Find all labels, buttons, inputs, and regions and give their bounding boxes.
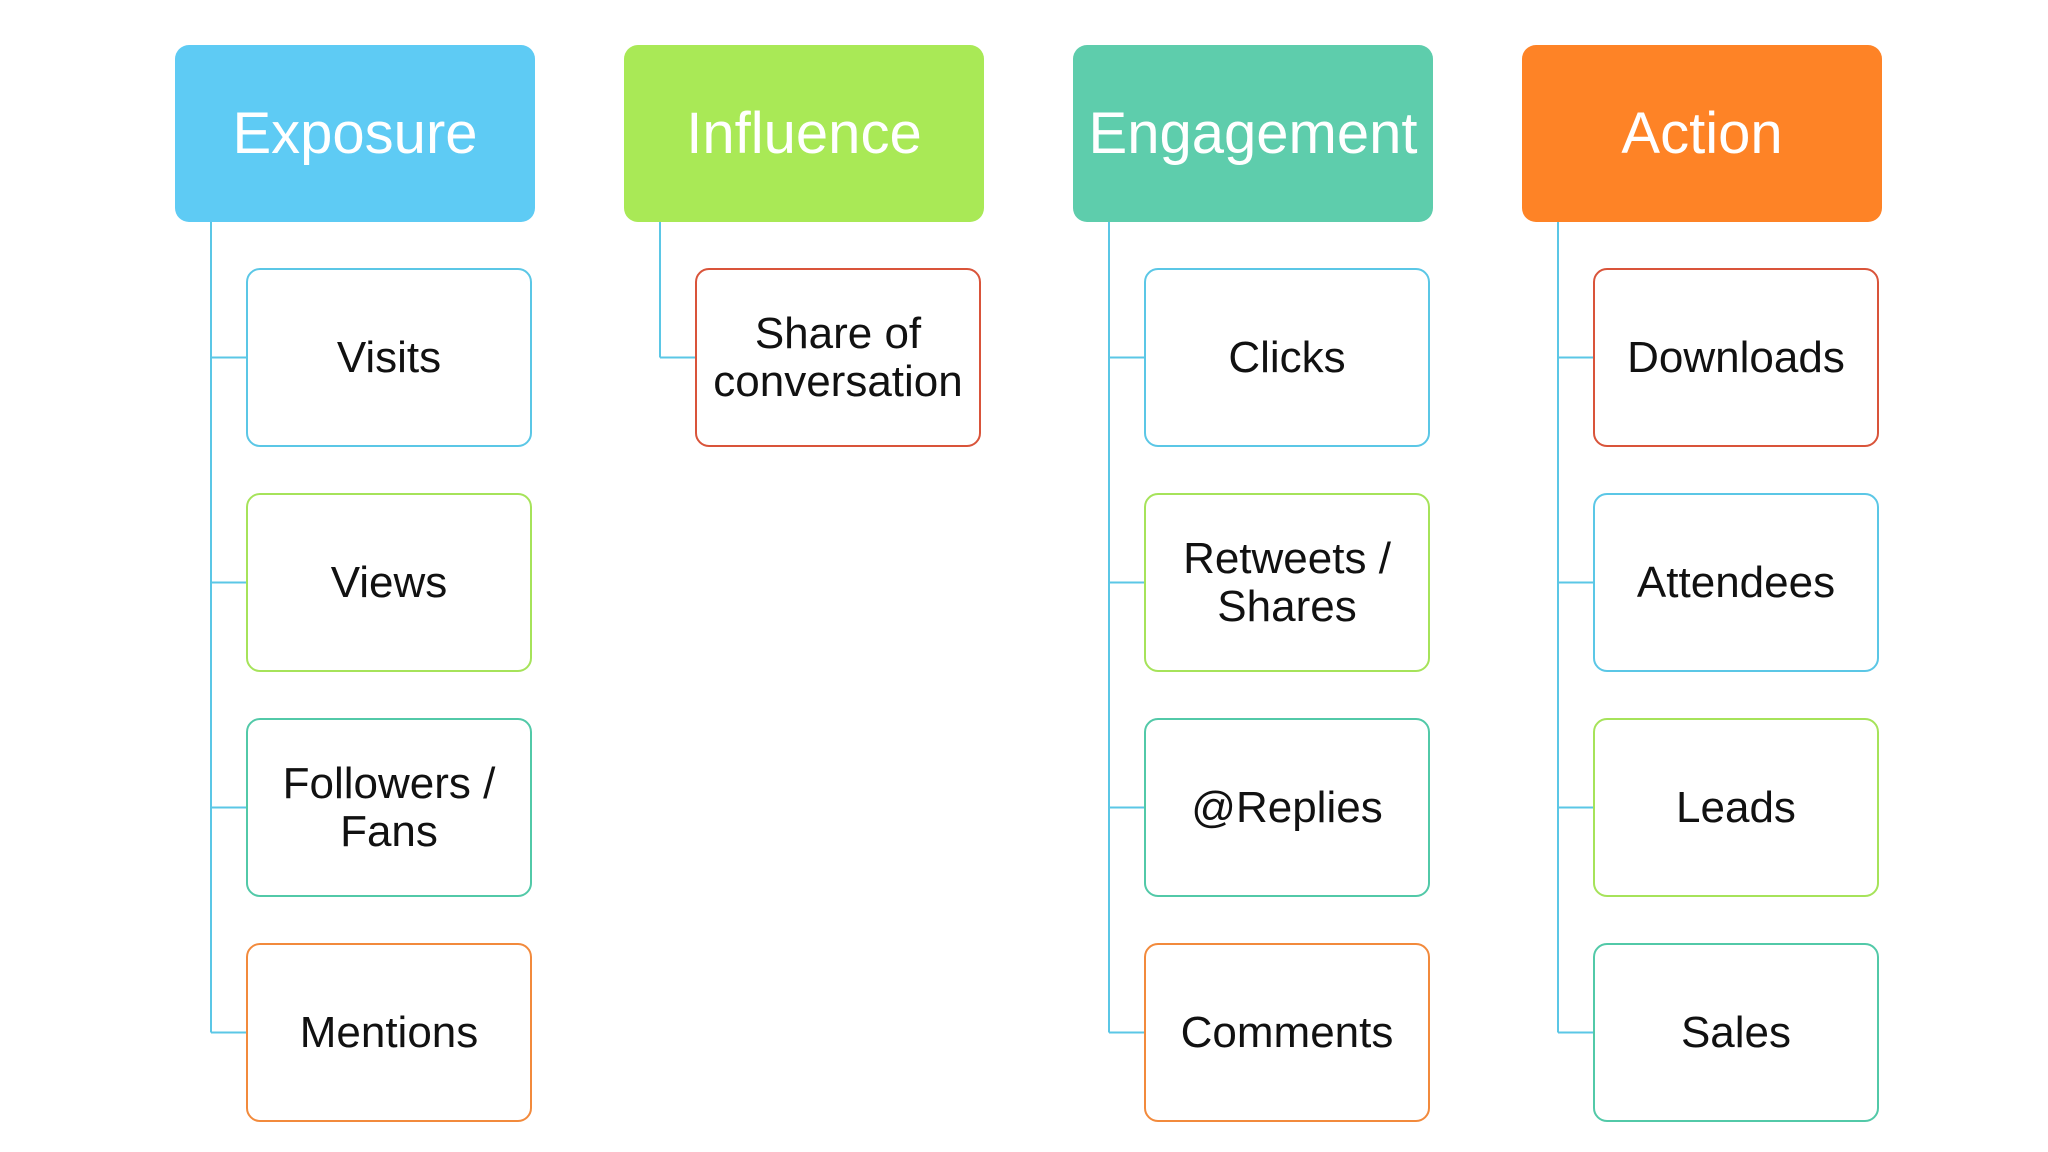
- metric-box-share-of-conversation: Share of conversation: [695, 268, 981, 447]
- metric-label: Downloads: [1627, 332, 1845, 382]
- metric-label: Comments: [1180, 1007, 1394, 1057]
- metric-label: Leads: [1676, 782, 1796, 832]
- metric-label: Retweets / Shares: [1183, 533, 1391, 631]
- metric-box-views: Views: [246, 493, 532, 672]
- metric-label: Visits: [336, 332, 442, 382]
- metric-box-leads: Leads: [1593, 718, 1879, 897]
- metric-label: Mentions: [299, 1007, 479, 1057]
- metric-box-attendees: Attendees: [1593, 493, 1879, 672]
- metric-box-downloads: Downloads: [1593, 268, 1879, 447]
- metric-label: Attendees: [1636, 557, 1836, 607]
- header-exposure: Exposure: [175, 45, 535, 222]
- connector-lines: [659, 222, 695, 359]
- metric-label: Share of conversation: [713, 308, 963, 406]
- connector-lines: [1108, 222, 1144, 1034]
- connector-lines: [210, 222, 246, 1034]
- metric-box-comments: Comments: [1144, 943, 1430, 1122]
- metric-box-clicks: Clicks: [1144, 268, 1430, 447]
- header-engagement: Engagement: [1073, 45, 1433, 222]
- header-action: Action: [1522, 45, 1882, 222]
- metric-box-visits: Visits: [246, 268, 532, 447]
- metric-box-mentions: Mentions: [246, 943, 532, 1122]
- metric-box-retweets-shares: Retweets / Shares: [1144, 493, 1430, 672]
- metric-label: Clicks: [1228, 332, 1346, 382]
- connector-lines: [1557, 222, 1593, 1034]
- metric-box-sales: Sales: [1593, 943, 1879, 1122]
- metric-label: Sales: [1680, 1007, 1792, 1057]
- metric-label: Views: [330, 557, 448, 607]
- metric-label: Followers / Fans: [282, 758, 496, 856]
- header-influence: Influence: [624, 45, 984, 222]
- metric-box-replies: @Replies: [1144, 718, 1430, 897]
- metric-box-followers-fans: Followers / Fans: [246, 718, 532, 897]
- metric-label: @Replies: [1191, 782, 1383, 832]
